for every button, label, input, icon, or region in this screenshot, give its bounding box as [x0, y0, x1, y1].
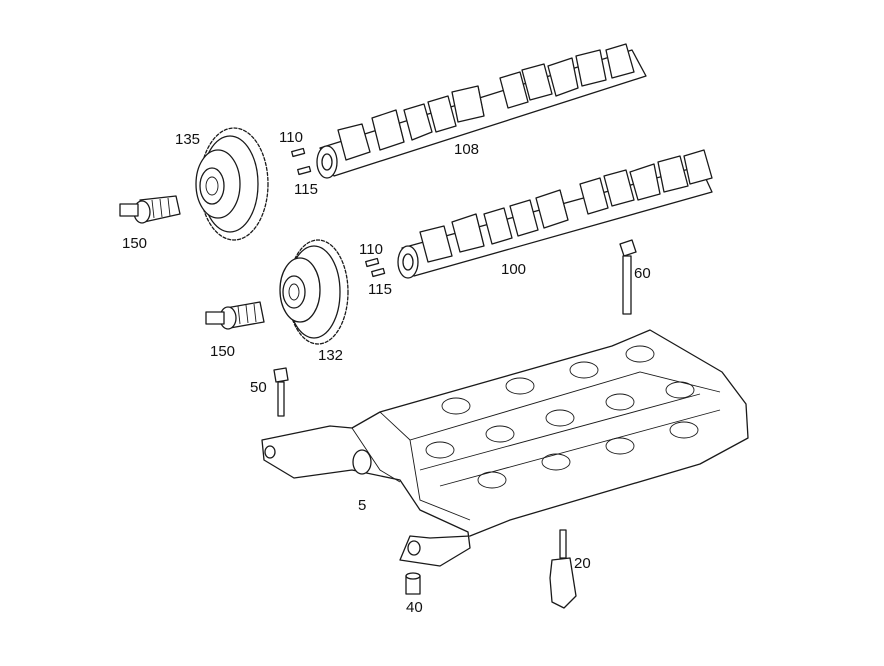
label-110-lower: 110	[359, 241, 383, 258]
pins-110-115-lower	[365, 257, 386, 278]
pins-110-115-upper	[291, 147, 312, 176]
label-115-upper: 115	[294, 181, 318, 198]
sleeve-40	[405, 572, 421, 595]
label-50: 50	[250, 379, 267, 396]
label-150-lower: 150	[210, 343, 236, 360]
camshaft-108	[316, 43, 647, 179]
sprocket-135	[195, 127, 269, 241]
cylinder-head-5	[261, 329, 749, 567]
valve-150-lower	[205, 301, 265, 330]
bolt-50	[273, 367, 289, 417]
label-135: 135	[175, 131, 201, 148]
label-132: 132	[318, 347, 344, 364]
label-110-upper: 110	[279, 129, 303, 146]
camshaft-100	[397, 149, 713, 279]
valve-150-upper	[119, 195, 181, 224]
label-108: 108	[454, 141, 480, 158]
label-115-lower: 115	[368, 281, 392, 298]
label-60: 60	[634, 265, 651, 282]
label-100: 100	[501, 261, 527, 278]
sprocket-132	[279, 239, 349, 345]
label-20: 20	[574, 555, 591, 572]
bolt-60	[619, 239, 637, 315]
sensor-20	[549, 529, 577, 609]
label-40: 40	[406, 599, 423, 616]
label-150-upper: 150	[122, 235, 148, 252]
label-5: 5	[358, 497, 367, 514]
